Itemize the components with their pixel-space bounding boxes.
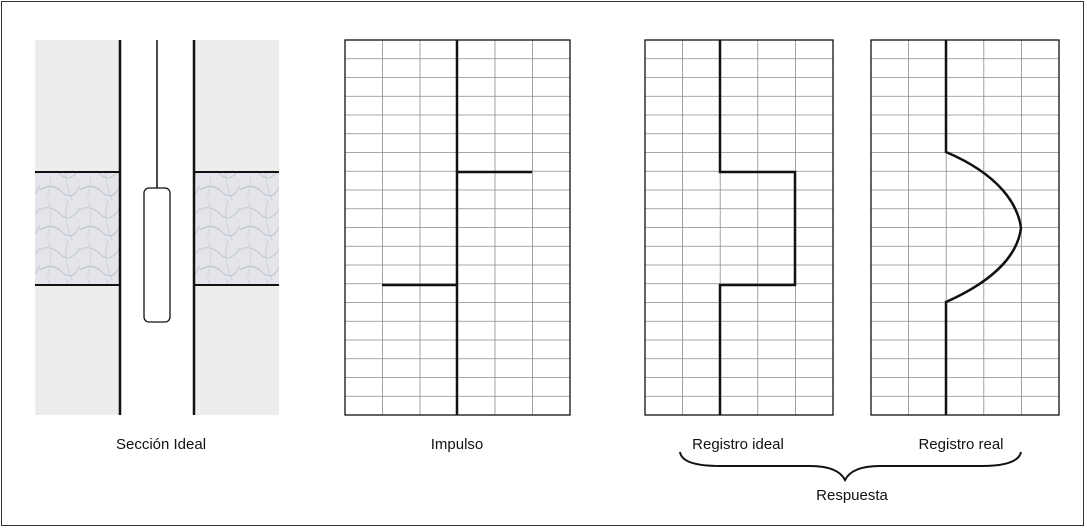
formation-left-lower — [35, 285, 120, 415]
formation-right-upper — [194, 40, 279, 172]
real-log-panel — [871, 40, 1059, 415]
impulse-panel — [345, 40, 570, 415]
caption-impulse: Impulso — [431, 436, 484, 453]
real-log-grid — [871, 40, 1059, 415]
formation-left-upper — [35, 40, 120, 172]
ideal-log-panel — [645, 40, 833, 415]
caption-real-log: Registro real — [918, 436, 1003, 453]
caption-ideal-log: Registro ideal — [692, 436, 784, 453]
formation-right-lower — [194, 285, 279, 415]
ideal-section — [35, 40, 279, 415]
formation-right-bed — [194, 172, 279, 285]
formation-left-bed — [35, 172, 120, 285]
ideal-log-grid — [645, 40, 833, 415]
caption-response: Respuesta — [816, 487, 888, 504]
caption-ideal-section: Sección Ideal — [116, 436, 206, 453]
response-brace — [680, 452, 1021, 480]
logging-tool — [144, 188, 170, 322]
